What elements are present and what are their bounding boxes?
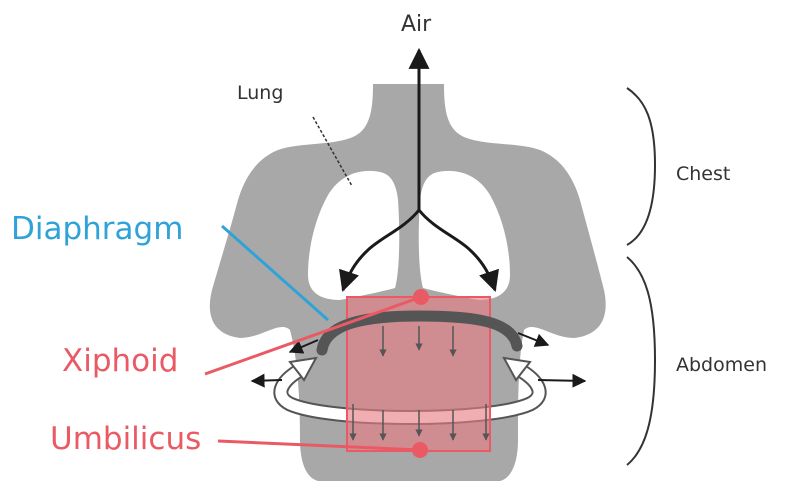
chest-label: Chest — [676, 163, 730, 185]
abdomen-bracket — [627, 257, 655, 465]
diaphragm-label: Diaphragm — [11, 211, 183, 247]
left-expansion-arrow — [252, 380, 282, 381]
air-label: Air — [401, 12, 432, 37]
right-expansion-arrow — [538, 380, 585, 381]
lung-label: Lung — [237, 82, 283, 104]
abdomen-label: Abdomen — [676, 354, 767, 376]
chest-bracket — [627, 88, 655, 245]
xiphoid-label: Xiphoid — [62, 343, 178, 379]
umbilicus-label: Umbilicus — [50, 421, 201, 457]
right-diaphragm-arrow — [518, 333, 548, 345]
